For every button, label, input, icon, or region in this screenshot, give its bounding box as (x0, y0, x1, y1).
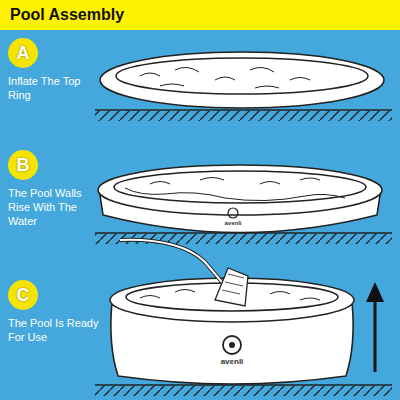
step-description: The Pool Is Ready For Use (8, 316, 100, 344)
brand-logo-text: avenli (224, 220, 241, 226)
step-letter: A (8, 38, 38, 68)
brand-logo-text: avenli (221, 357, 244, 366)
title-bar: Pool Assembly (0, 0, 400, 30)
step-letter: B (8, 150, 38, 180)
step-marker: A Inflate The Top Ring (8, 38, 100, 102)
step-description: The Pool Walls Rise With The Water (8, 186, 100, 228)
step-marker: C The Pool Is Ready For Use (8, 280, 100, 344)
title-text: Pool Assembly (10, 6, 124, 24)
step-letter: C (8, 280, 38, 310)
step-description: Inflate The Top Ring (8, 74, 100, 102)
step-marker: B The Pool Walls Rise With The Water (8, 150, 100, 228)
